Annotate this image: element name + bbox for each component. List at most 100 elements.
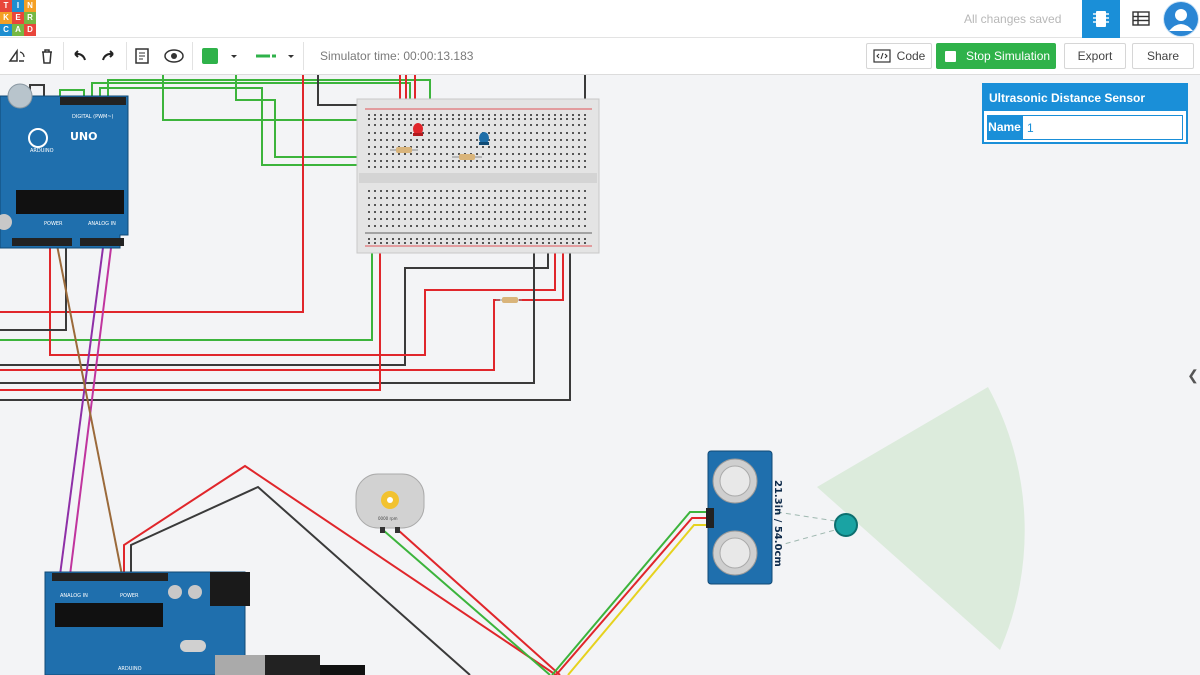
circuit-view-button[interactable] [1082,0,1120,38]
breadboard-hole [476,124,478,126]
wire-style-picker[interactable] [250,42,300,70]
breadboard-hole [392,139,394,141]
breadboard-hole [380,160,382,162]
undo-icon [74,50,86,61]
breadboard-hole [554,218,556,220]
breadboard-hole [392,204,394,206]
breadboard-hole [374,197,376,199]
breadboard-hole [458,124,460,126]
breadboard-hole [386,218,388,220]
breadboard-hole [560,197,562,199]
breadboard-hole [482,160,484,162]
arduino-uno-bottom[interactable]: ARDUINO POWER ANALOG IN [44,571,365,675]
breadboard-hole [512,242,514,244]
breadboard-hole [422,190,424,192]
export-button[interactable]: Export [1064,43,1126,69]
breadboard[interactable] [356,98,600,254]
breadboard-hole [470,114,472,116]
breadboard-hole [470,132,472,134]
breadboard-hole [572,242,574,244]
breadboard-hole [548,197,550,199]
breadboard-hole [434,139,436,141]
breadboard-hole [518,153,520,155]
breadboard-hole [506,166,508,168]
breadboard-hole [410,211,412,213]
delete-button[interactable] [33,42,61,70]
power-pins-label: POWER [120,593,139,599]
breadboard-hole [560,166,562,168]
breadboard-hole [584,218,586,220]
breadboard-hole [506,197,508,199]
breadboard-hole [410,190,412,192]
breadboard-hole [386,225,388,227]
breadboard-hole [536,146,538,148]
name-row: Name [987,115,1183,140]
breadboard-hole [392,146,394,148]
tinkercad-logo[interactable]: T I N K E R C A D [0,0,36,36]
breadboard-hole [530,218,532,220]
breadboard-hole [422,139,424,141]
breadboard-hole [452,218,454,220]
stop-simulation-button[interactable]: Stop Simulation [936,43,1056,69]
breadboard-hole [500,190,502,192]
circuit-canvas[interactable]: ARDUINO UNO DIGITAL (PWM~) POWER ANALOG … [0,75,1200,675]
visibility-button[interactable] [160,42,188,70]
breadboard-hole [536,218,538,220]
arduino-uno-top[interactable]: ARDUINO UNO DIGITAL (PWM~) POWER ANALOG … [0,83,129,249]
breadboard-hole [506,160,508,162]
red-led[interactable] [413,123,423,136]
target-object[interactable] [834,513,858,537]
resistor[interactable] [452,154,482,160]
breadboard-hole [512,132,514,134]
breadboard-hole [572,139,574,141]
breadboard-hole [374,204,376,206]
color-picker[interactable] [198,42,244,70]
breadboard-hole [452,238,454,240]
breadboard-hole [566,242,568,244]
breadboard-hole [488,211,490,213]
breadboard-hole [530,242,532,244]
breadboard-hole [452,160,454,162]
breadboard-hole [560,204,562,206]
ultrasonic-sensor[interactable]: 21.3in / 54.0cm [706,450,783,585]
redo-button[interactable] [95,42,123,70]
breadboard-hole [572,132,574,134]
breadboard-hole [488,132,490,134]
rotate-button[interactable] [3,42,31,70]
resistor[interactable] [390,147,418,153]
name-input[interactable] [1022,115,1183,140]
breadboard-hole [452,124,454,126]
breadboard-hole [518,166,520,168]
breadboard-hole [476,211,478,213]
breadboard-hole [506,238,508,240]
toolbar-divider [126,42,127,70]
breadboard-hole [482,124,484,126]
redo-icon [102,50,114,61]
breadboard-hole [428,190,430,192]
breadboard-hole [572,166,574,168]
notes-button[interactable] [128,42,156,70]
breadboard-hole [392,218,394,220]
breadboard-hole [530,153,532,155]
arduino-model: UNO [70,130,98,143]
blue-led[interactable] [479,132,489,145]
dc-motor[interactable]: 0000 rpm [355,473,425,533]
breadboard-hole [428,118,430,120]
collapse-panel-button[interactable]: ❮ [1186,360,1200,390]
breadboard-hole [572,225,574,227]
component-list-button[interactable] [1122,0,1160,38]
breadboard-hole [416,190,418,192]
stop-icon [945,50,956,62]
breadboard-hole [458,153,460,155]
user-avatar[interactable] [1163,1,1199,37]
breadboard-hole [548,160,550,162]
logo-letter: N [24,0,36,12]
breadboard-hole [458,166,460,168]
code-button[interactable]: Code [866,43,932,69]
share-button[interactable]: Share [1132,43,1194,69]
circuit-drawing[interactable]: ARDUINO UNO DIGITAL (PWM~) POWER ANALOG … [0,75,1200,675]
breadboard-hole [392,132,394,134]
resistor[interactable] [496,297,522,303]
undo-button[interactable] [65,42,93,70]
breadboard-hole [434,204,436,206]
